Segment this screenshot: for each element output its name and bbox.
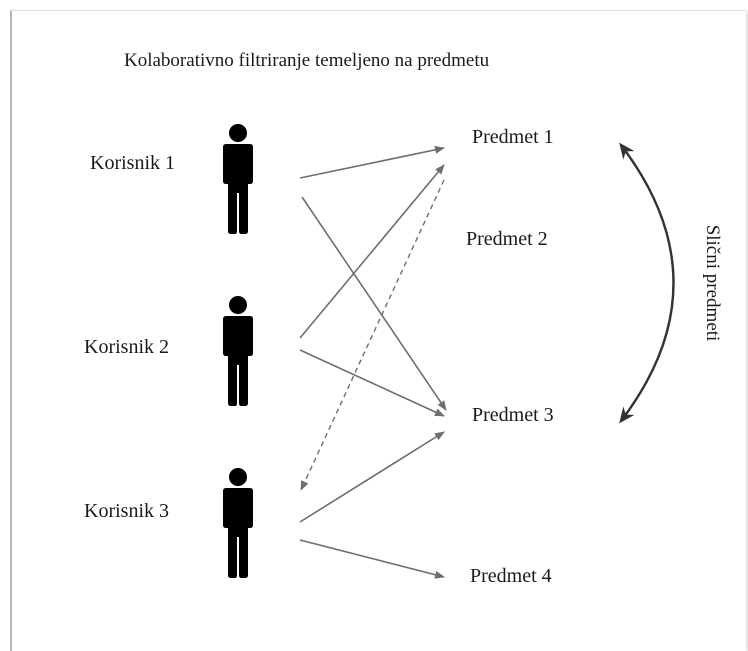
arrow-user1-item1: [299, 145, 445, 179]
person-icon: [223, 124, 253, 234]
arrow-user3-item4: [299, 539, 445, 579]
item-label-4: Predmet 4: [470, 565, 552, 587]
item-label-1: Predmet 1: [472, 126, 554, 148]
person-icon: [223, 296, 253, 406]
diagram-title: Kolaborativno filtriranje temeljeno na p…: [124, 50, 490, 71]
person-icon: [223, 468, 253, 578]
arrow-user3-item3: [299, 431, 445, 523]
dashed-recommendation-arrow: [300, 179, 445, 491]
user-label-3: Korisnik 3: [84, 500, 169, 522]
user-label-2: Korisnik 2: [84, 336, 169, 358]
similarity-curve-arrow: [619, 142, 675, 424]
arrow-user1-item3: [301, 196, 447, 411]
item-label-2: Predmet 2: [466, 228, 548, 250]
arrow-user2-item3: [299, 349, 445, 417]
item-label-3: Predmet 3: [472, 404, 554, 426]
arrow-user2-item1: [299, 164, 445, 339]
user-label-1: Korisnik 1: [90, 152, 175, 174]
